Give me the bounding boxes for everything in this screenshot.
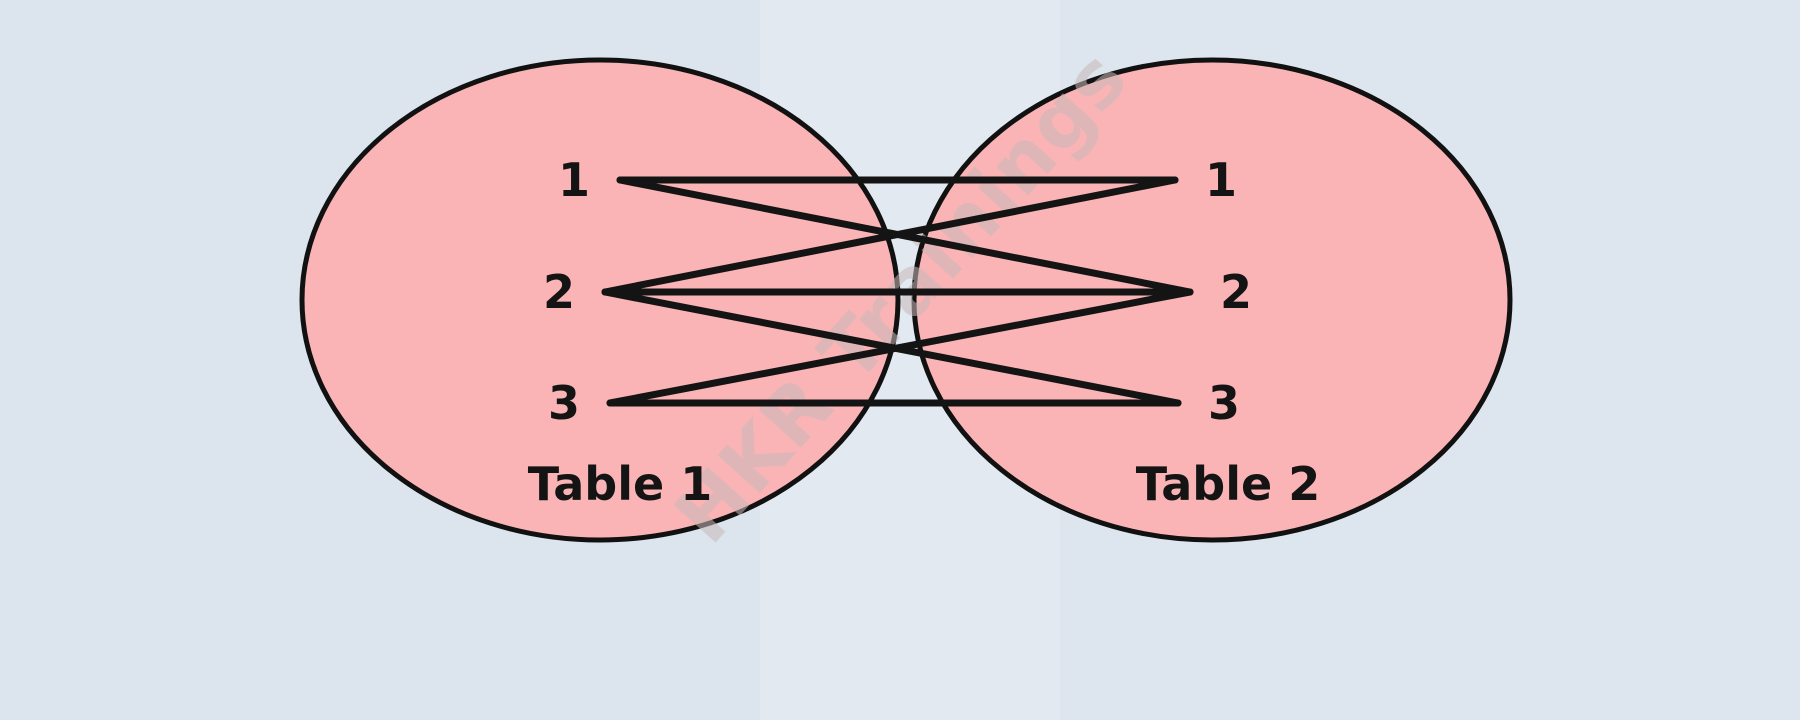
connection-L3-R2[interactable]: [606, 288, 1194, 407]
connection-L2-R1[interactable]: [601, 176, 1179, 296]
table-2-caption: Table 2: [1136, 457, 1320, 511]
table-1-node-1-label: 1: [558, 153, 590, 207]
table-1-node-2-label: 2: [543, 265, 575, 319]
table-1-node-3-label: 3: [548, 376, 580, 430]
table-2-node-1-label: 1: [1205, 153, 1237, 207]
table-1-caption: Table 1: [528, 457, 712, 511]
table-2-node-2-label: 2: [1220, 265, 1252, 319]
connection-lines: [601, 176, 1194, 407]
table-2-node-3-label: 3: [1208, 376, 1240, 430]
